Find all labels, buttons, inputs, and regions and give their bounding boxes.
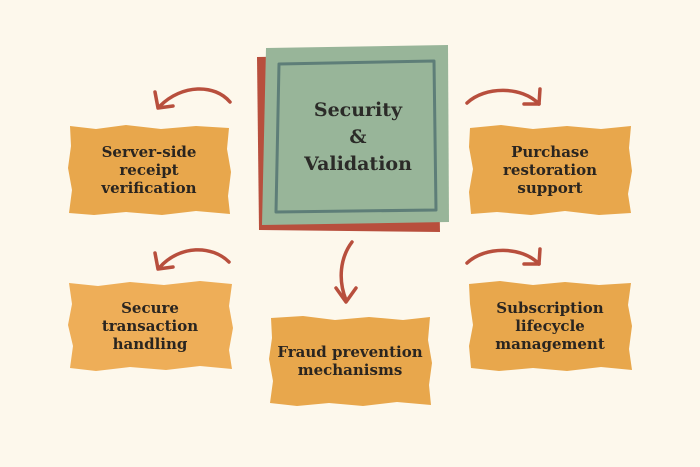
center-node-shape <box>257 45 449 232</box>
arrow-to-subscription <box>465 247 542 266</box>
node-fraud-prevention-mechanisms: Fraud prevention mechanisms <box>267 315 433 407</box>
arrow-to-secure-transaction <box>153 248 231 271</box>
node-label: Secure transaction handling <box>101 299 199 353</box>
arrow-to-fraud-prevention <box>334 240 358 304</box>
node-shape <box>68 281 233 371</box>
node-label: Subscription lifecycle management <box>495 299 605 353</box>
arrow-to-purchase-restoration <box>465 87 542 106</box>
node-shape <box>469 281 632 371</box>
node-label: Server-side receipt verification <box>101 143 197 197</box>
node-shape <box>68 125 231 215</box>
center-node: Security & Validation <box>254 44 450 234</box>
node-purchase-restoration-support: Purchase restoration support <box>467 124 633 216</box>
node-secure-transaction-handling: Secure transaction handling <box>66 280 234 372</box>
node-subscription-lifecycle-management: Subscription lifecycle management <box>467 280 633 372</box>
center-node-label: Security & Validation <box>304 98 412 175</box>
node-server-side-receipt-verification: Server-side receipt verification <box>66 124 232 216</box>
node-label: Purchase restoration support <box>503 143 597 197</box>
node-shape <box>269 316 432 406</box>
node-shape <box>469 125 632 215</box>
arrow-to-server-side <box>153 87 232 110</box>
node-label: Fraud prevention mechanisms <box>277 343 423 379</box>
